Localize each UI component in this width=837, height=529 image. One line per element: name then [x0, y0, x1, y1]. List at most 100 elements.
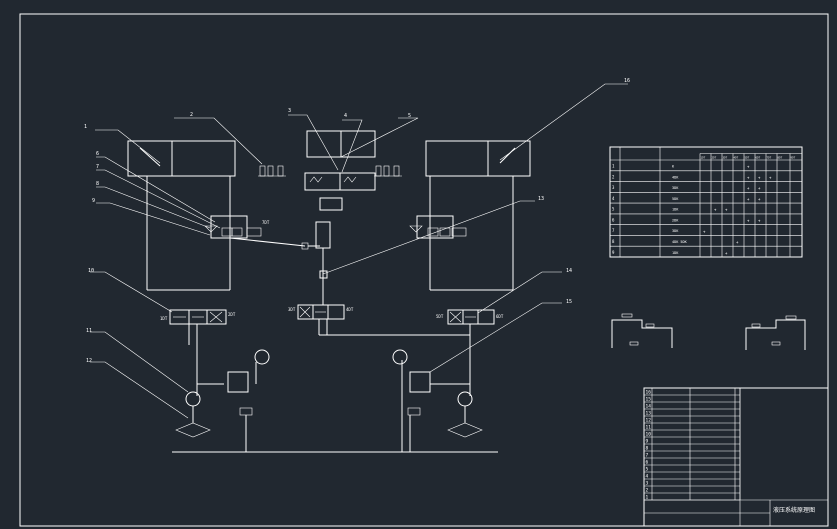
parts-list-row-number: 12: [646, 418, 652, 424]
callout-6: 6: [96, 151, 99, 157]
callout-10: 10: [88, 268, 94, 274]
table-row-index: 7: [612, 228, 615, 233]
callout-3: 3: [288, 108, 291, 114]
table-row-index: 6: [612, 217, 615, 222]
parts-list-row-number: 7: [646, 453, 649, 459]
callout-1: 1: [84, 124, 87, 130]
right-pilot-valve: [409, 215, 467, 239]
right-cylinder: [425, 140, 531, 291]
parts-list-row-number: 15: [646, 397, 652, 403]
table-header-cell: 6DT: [756, 156, 761, 160]
solenoid-action-table: 1DT 2DT 3DT 4DT 5DT 6DT 7DT 8DT 9DT 1 K 2 4DK 3 3DK 4 5D…: [609, 146, 803, 258]
parts-list-row-number: 1: [646, 495, 649, 501]
table-row-code: K: [672, 165, 675, 169]
table-row-code: 5DK: [672, 197, 679, 201]
table-header-cell: 2DT: [712, 156, 717, 160]
table-mark: +: [747, 164, 750, 169]
parts-list-row-number: 11: [646, 425, 652, 431]
table-header-cell: 8DT: [778, 156, 783, 160]
middle-cylinder: [304, 130, 376, 305]
leader-lines: [90, 83, 628, 419]
table-mark: +: [725, 207, 728, 212]
parts-list-row-number: 8: [646, 446, 649, 452]
table-mark: +: [758, 196, 761, 201]
callout-12: 12: [86, 358, 92, 364]
check-valve-cluster-left: [258, 165, 286, 177]
callout-4: 4: [344, 113, 347, 119]
callout-2: 2: [190, 112, 193, 118]
solenoid-3dt: 3DT: [288, 307, 296, 312]
left-cylinder: [127, 140, 236, 291]
table-row-code: 3DK: [672, 186, 679, 190]
table-header-cell: 9DT: [791, 156, 796, 160]
callout-11: 11: [86, 328, 92, 334]
center-directional-valve: [297, 304, 345, 335]
table-mark: +: [769, 175, 772, 180]
table-mark: +: [747, 196, 750, 201]
table-header-cell: 5DT: [745, 156, 750, 160]
table-row-code: 3DK: [672, 229, 679, 233]
table-mark: +: [747, 218, 750, 223]
check-valve-cluster-right: [374, 165, 402, 177]
parts-list-row-number: 6: [646, 460, 649, 466]
right-directional-valve: [447, 309, 495, 345]
parts-list-row-number: 4: [646, 474, 649, 480]
callout-16: 16: [624, 78, 630, 84]
table-header-cell: 7DT: [767, 156, 772, 160]
table-row-index: 9: [612, 250, 615, 255]
table-row-index: 1: [612, 164, 615, 169]
solenoid-6dt: 6DT: [496, 314, 504, 319]
left-pump: [175, 391, 211, 438]
pressure-lines: [172, 334, 498, 453]
table-row-index: 4: [612, 196, 615, 201]
table-mark: +: [758, 186, 761, 191]
table-mark: +: [758, 175, 761, 180]
solenoid-1dt: 1DT: [160, 316, 168, 321]
right-relief-valve: [392, 349, 431, 416]
section-sketch-left: [611, 313, 673, 348]
solenoid-4dt: 4DT: [346, 307, 354, 312]
table-row-index: 5: [612, 207, 615, 212]
left-directional-valve: [169, 309, 227, 345]
table-header-cell: 4DT: [734, 156, 739, 160]
drawing-title: 液压系统原理图: [773, 506, 815, 514]
solenoid-7dt: 7DT: [262, 220, 270, 225]
solenoid-5dt: 5DT: [436, 314, 444, 319]
table-row-index: 8: [612, 239, 615, 244]
left-relief-valve: [227, 349, 270, 416]
table-row-code: 1DK: [672, 208, 679, 212]
table-mark: +: [747, 186, 750, 191]
parts-list-row-number: 16: [646, 390, 652, 396]
parts-list-row-number: 5: [646, 467, 649, 473]
table-mark: +: [736, 240, 739, 245]
table-row-index: 3: [612, 185, 615, 190]
left-pilot-valve: [204, 215, 320, 250]
callout-8: 8: [96, 181, 99, 187]
table-header-cell: 3DT: [723, 156, 728, 160]
callout-5: 5: [408, 113, 411, 119]
table-header-cell: 1DT: [701, 156, 706, 160]
table-row-code: 4DK: [672, 175, 679, 179]
table-mark: +: [758, 218, 761, 223]
table-row-code: 2DK: [672, 218, 679, 222]
parts-list-row-number: 13: [646, 411, 652, 417]
table-mark: +: [747, 175, 750, 180]
callout-9: 9: [92, 198, 95, 204]
table-mark: +: [725, 250, 728, 255]
parts-list-row-number: 3: [646, 481, 649, 487]
callout-15: 15: [566, 299, 572, 305]
parts-list-row-number: 2: [646, 488, 649, 494]
solenoid-2dt: 2DT: [228, 312, 236, 317]
callout-14: 14: [566, 268, 572, 274]
right-pump: [447, 391, 483, 438]
solenoid-labels: 1DT 2DT 3DT 4DT 5DT 6DT 7DT: [160, 220, 504, 321]
parts-list-row-number: 9: [646, 439, 649, 445]
table-row-index: 2: [612, 174, 615, 179]
parts-list-row-number: 10: [646, 432, 652, 438]
callout-labels: 1 2 3 4 5 6 7 8 9 10 11 12 13 14 15 16: [84, 78, 630, 364]
table-mark: +: [703, 229, 706, 234]
table-row-code: 4DK 5DK: [672, 240, 688, 244]
parts-list-row-number: 14: [646, 404, 652, 410]
